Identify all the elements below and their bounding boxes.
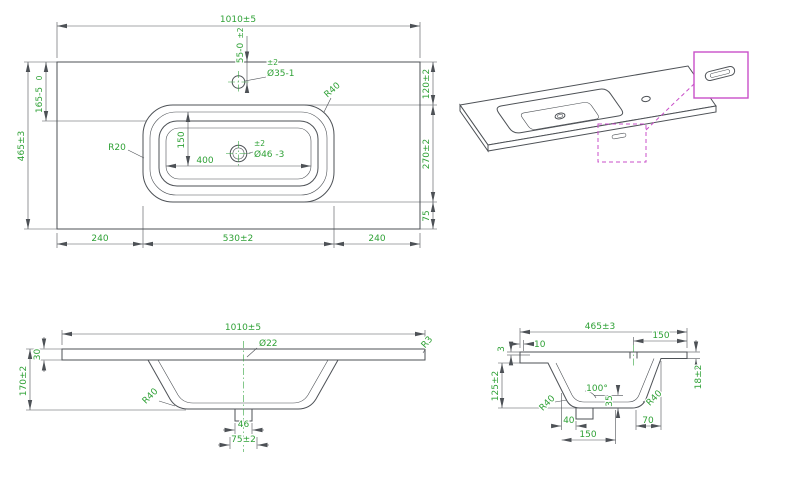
plan-dim-overall-depth: 465±3 [17, 131, 27, 161]
front-bowl-inner [157, 359, 329, 404]
side-drain-stub [575, 408, 594, 420]
plan-basin-bottom [165, 127, 312, 180]
plan-dim-width: 1010±5 [220, 15, 256, 25]
plan-dim-left-edge-tol: 0 [35, 75, 44, 80]
detail-overflow-slot [704, 65, 736, 82]
front-dim-drain-hole-dia: Ø22 [259, 338, 278, 349]
side-dim-tap-to-back: 150 [652, 331, 669, 341]
iso-counter-left-face [459, 103, 489, 153]
plan-dim-tap-offset: 55-0 [236, 43, 246, 64]
side-profile-inner [555, 358, 655, 403]
plan-dim-tap-hole-tol: ±2 [267, 58, 278, 67]
side-wall-angle-arc [584, 390, 597, 399]
iso-drain-hole [554, 112, 566, 120]
iso-basin-opening [496, 88, 624, 134]
side-dim-bowl-height: 125±2 [491, 371, 501, 401]
front-dim-edge-radius: R3 [420, 335, 435, 351]
front-dim-overall-height: 170±2 [19, 366, 29, 396]
side-view: 465±3 10 150 18±2 3 125±2 100° 35 R40 R4… [490, 321, 705, 444]
iso-overflow-slot [611, 132, 627, 140]
isometric-view [459, 51, 749, 163]
plan-dim-basin-depth: 270±2 [422, 139, 432, 169]
plan-dim-bottom-left: 240 [91, 234, 108, 244]
front-dim-drain-width: 46 [238, 420, 250, 430]
plan-dim-basin-corner-radius: R20 [108, 143, 126, 153]
front-bowl-outer [147, 359, 339, 410]
side-dim-front-step: 3 [497, 346, 507, 352]
detail-source-box [597, 123, 647, 163]
side-dim-drain-stub-height: 35 [605, 395, 615, 406]
front-view: 1010±5 Ø22 R3 30 170±2 R40 46 75±2 [18, 322, 436, 452]
side-geometry [519, 345, 688, 420]
plan-dim-top-to-basin: 120±2 [422, 69, 432, 99]
side-dim-back-edge-thickness: 18±2 [694, 365, 704, 390]
front-dim-bowl-radius: R40 [141, 387, 161, 407]
front-dim-width: 1010±5 [225, 323, 261, 333]
front-dim-top-thickness: 30 [33, 349, 43, 361]
plan-dim-tap-hole-dia: Ø35-1 [267, 68, 295, 79]
plan-dim-bottom-center: 530±2 [223, 234, 253, 244]
plan-basin-slope [158, 120, 319, 187]
plan-dim-basin-bottom-depth: 150 [177, 131, 187, 148]
plan-dim-drain-dia: Ø46 -3 [254, 149, 284, 160]
front-dim-drain-stub-width: 75±2 [231, 435, 256, 445]
plan-dim-tap-offset-tol: ±2 [236, 27, 245, 38]
side-dim-bowl-radius-front: R40 [538, 394, 558, 414]
side-profile-outer [519, 351, 688, 409]
plan-geometry [56, 61, 421, 230]
front-drain-stub [234, 409, 253, 422]
side-dimension-lines [498, 328, 700, 444]
iso-tap-hole [641, 95, 651, 103]
side-dim-wall-angle: 100° [586, 384, 608, 394]
plan-dim-drain-tol: ±2 [254, 139, 265, 148]
plan-dim-basin-bottom-width: 400 [196, 156, 213, 166]
detail-callout-box [693, 51, 749, 99]
side-dim-front-lip: 10 [534, 340, 546, 350]
plan-dim-basin-to-front: 75 [422, 210, 432, 221]
plan-basin-rim-inner [149, 111, 328, 196]
plan-dim-bottom-right: 240 [368, 234, 385, 244]
side-dim-bottom-center: 150 [579, 430, 596, 440]
plan-dimension-lines [24, 22, 437, 248]
front-geometry [61, 341, 426, 452]
side-dim-depth: 465±3 [585, 322, 615, 332]
iso-basin-bottom [520, 102, 599, 130]
plan-view: 1010±5 ±2 55-0 ±2 Ø35-1 R40 120±2 270±2 … [16, 14, 437, 248]
plan-basin-rim-outer [142, 104, 335, 203]
plan-dim-left-edge: 165-5 [35, 87, 45, 113]
side-dim-bottom-front: 40 [563, 416, 575, 426]
front-dimension-lines [26, 330, 427, 449]
iso-drain-hole-inner [556, 114, 564, 118]
side-dim-bottom-back: 70 [642, 416, 654, 426]
